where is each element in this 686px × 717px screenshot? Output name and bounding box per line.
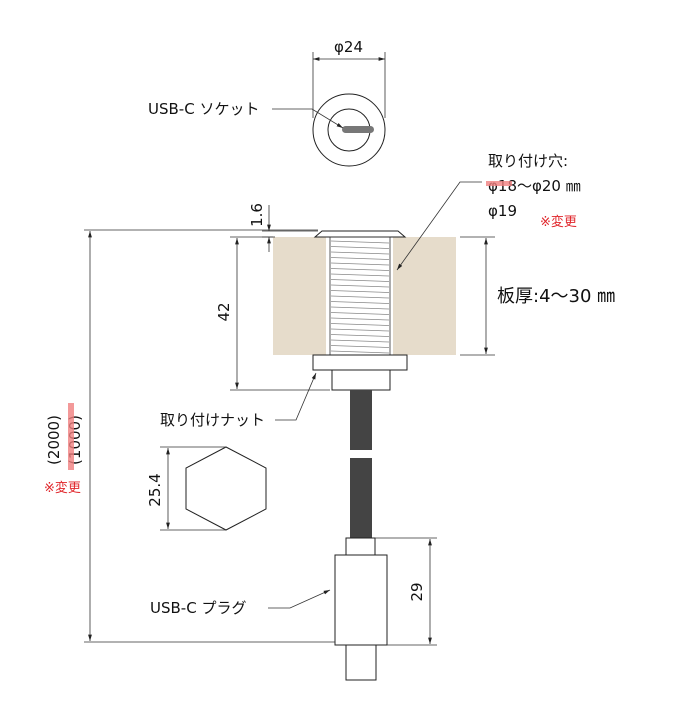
- mounting-nut: [312, 354, 408, 371]
- thread-line: [330, 328, 390, 332]
- thread-line: [330, 279, 390, 282]
- usb-c-plug-body: [334, 554, 388, 646]
- thread-line: [330, 301, 390, 304]
- thread-line: [330, 246, 390, 249]
- thread-line: [330, 345, 390, 348]
- mounting-hole-callout: 取り付け穴: φ18～φ20 ㎜ φ19 ※変更: [396, 152, 581, 271]
- hole-new-diameter: φ19: [488, 202, 517, 220]
- flange-thickness-dim: 1.6: [248, 203, 266, 227]
- thread-line: [330, 350, 390, 354]
- cable-upper: [350, 390, 372, 450]
- nut-label: 取り付けナット: [160, 411, 265, 429]
- hole-title: 取り付け穴:: [488, 152, 568, 170]
- thread-line: [330, 251, 390, 255]
- thread-line: [330, 257, 390, 260]
- plug-length-dim: 29: [408, 582, 426, 601]
- cable-length-new: (2000): [45, 415, 63, 465]
- thread-line: [330, 240, 390, 244]
- thread-lines: [330, 240, 390, 354]
- cable-lower: [350, 458, 372, 538]
- thread-line: [330, 295, 390, 299]
- socket-front-view: φ24 USB-C ソケット: [148, 38, 386, 167]
- thread-line: [330, 268, 390, 271]
- strike-old-length: [68, 403, 74, 470]
- thread-line: [330, 284, 390, 288]
- thread-line: [330, 262, 390, 266]
- hole-change-note: ※変更: [540, 214, 577, 230]
- connector-side-view: [312, 230, 408, 681]
- board-thickness-label: 板厚:4～30 ㎜: [497, 286, 615, 307]
- thread-line: [330, 312, 390, 315]
- thread-line: [330, 317, 390, 321]
- thread-line: [330, 306, 390, 310]
- thread-line: [330, 339, 390, 343]
- cable-change-note: ※変更: [44, 480, 81, 496]
- thread-length-dim: 42: [215, 302, 233, 321]
- panel-board: [273, 237, 456, 355]
- thread-line: [330, 273, 390, 277]
- socket-label: USB-C ソケット: [148, 100, 259, 118]
- thread-line: [330, 290, 390, 293]
- thread-line: [330, 334, 390, 337]
- thread-line: [330, 323, 390, 326]
- hex-nut-view: [185, 446, 267, 531]
- socket-diameter-dim: φ24: [334, 38, 363, 56]
- hole-diameter-range: ～φ20 ㎜: [517, 177, 581, 195]
- hex-size-dim: 25.4: [146, 473, 164, 506]
- plug-label: USB-C プラグ: [150, 599, 246, 617]
- strike-old-diameter: [486, 181, 512, 186]
